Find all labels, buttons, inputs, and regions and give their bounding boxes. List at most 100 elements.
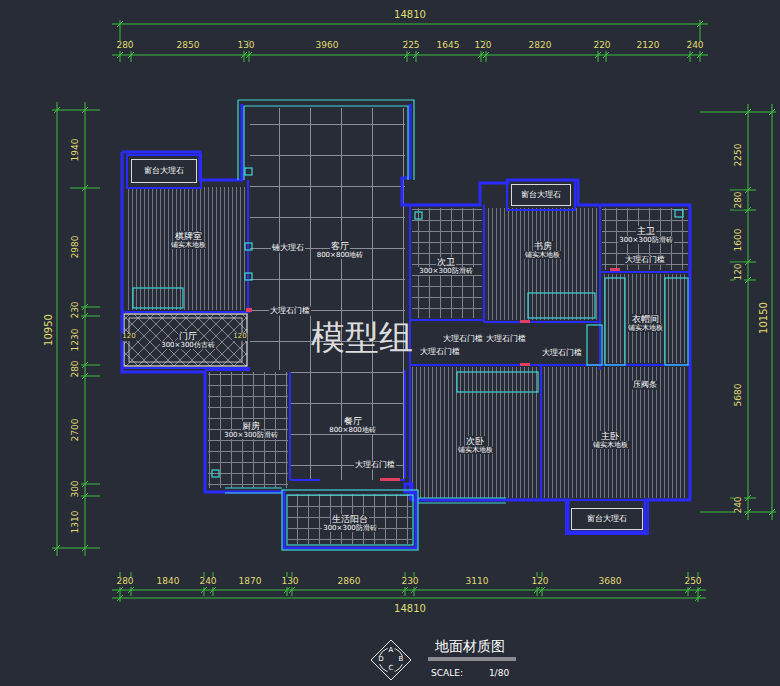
walls	[122, 104, 690, 548]
room-area: 主卫300×300防滑砖	[605, 218, 687, 252]
room-area: 厨房300×300防滑砖	[215, 410, 287, 450]
callout-note: 大理石门槛	[419, 348, 461, 357]
dimension-lines	[52, 20, 776, 602]
floor-material: 800×800地砖	[316, 251, 365, 259]
dimension-value: 240	[685, 41, 704, 51]
window-sill: 窗台大理石	[571, 508, 643, 530]
room-name: 主卧	[600, 431, 620, 441]
floor-material: 800×800地砖	[328, 426, 377, 434]
sill-label: 窗台大理石	[143, 166, 185, 175]
dimension-value: 1230	[71, 328, 81, 353]
floor-material: 300×300防滑砖	[418, 267, 474, 275]
dimension-value: 1870	[238, 577, 263, 587]
sill-label: 窗台大理石	[586, 514, 628, 523]
floor-material: 300×300防滑砖	[322, 524, 378, 532]
threshold-marks	[246, 268, 620, 481]
dimension-value: 10950	[43, 313, 54, 347]
floor-material: 300×300防滑砖	[223, 431, 279, 439]
floor-material: 铺实木地板	[170, 241, 207, 249]
room-area: 棋牌室铺实木地板	[133, 200, 243, 280]
room-area: 生活阳台300×300防滑砖	[300, 506, 400, 540]
room-name: 棋牌室	[174, 231, 203, 241]
floor-material: 铺实木地板	[592, 441, 629, 449]
callout-note: 铺大理石	[271, 244, 305, 253]
dimension-value: 120	[473, 41, 492, 51]
dimension-value: 130	[280, 577, 299, 587]
room-name: 主卫	[636, 226, 656, 236]
dimension-value: 14810	[393, 9, 427, 20]
room-name: 门厅	[178, 331, 198, 341]
dimension-value: 10150	[758, 301, 769, 335]
floor-finish	[124, 108, 688, 544]
dimension-value: 130	[236, 41, 255, 51]
dimension-value: 2860	[337, 577, 362, 587]
dimension-value: 120	[232, 333, 247, 341]
dimension-value: 280	[115, 41, 134, 51]
room-area: 餐厅800×800地砖	[315, 405, 390, 445]
dimension-value: 225	[401, 41, 420, 51]
callout-note: 大理石门槛	[624, 256, 666, 265]
room-area: 衣帽间铺实木地板	[625, 306, 666, 340]
dimension-value: 1645	[436, 41, 461, 51]
dimension-value: 1840	[156, 577, 181, 587]
callout-note: 大理石门槛	[442, 335, 484, 344]
floor-material: 300×300仿古砖	[160, 341, 216, 349]
room-area: 次卫300×300防滑砖	[413, 245, 479, 287]
room-name: 生活阳台	[331, 514, 369, 524]
dimension-value: 240	[734, 495, 744, 514]
dimension-value: 1940	[71, 138, 81, 163]
callout-note: 大理石门槛	[269, 307, 311, 316]
room-area: 客厅800×800地砖	[295, 225, 385, 275]
dimension-value: 14810	[393, 603, 427, 614]
dimension-value: 120	[530, 577, 549, 587]
room-name: 客厅	[330, 241, 350, 251]
dimension-value: 2700	[71, 418, 81, 443]
dimension-value: 220	[592, 41, 611, 51]
callout-note: 大理石门槛	[541, 349, 583, 358]
compass-letter: D	[377, 656, 384, 664]
room-area: 书房铺实木地板	[490, 228, 595, 272]
room-name: 衣帽间	[631, 314, 660, 324]
floor-material: 铺实木地板	[524, 251, 561, 259]
dimension-value: 2820	[528, 41, 553, 51]
dimension-value: 2120	[636, 41, 661, 51]
dimension-value: 280	[71, 359, 81, 378]
window-sill: 窗台大理石	[511, 184, 571, 206]
dimension-value: 1310	[71, 510, 81, 535]
dimension-value: 120	[121, 333, 136, 341]
dimension-value: 3680	[598, 577, 623, 587]
dimension-value: 280	[115, 577, 134, 587]
room-name: 次卧	[465, 436, 485, 446]
scale-label: SCALE:	[430, 669, 464, 679]
callout-note: 大理石门槛	[485, 335, 527, 344]
scale-value: 1/80	[488, 669, 510, 679]
floor-material: 300×300防滑砖	[618, 236, 674, 244]
room-area: 主卧铺实木地板	[575, 420, 645, 460]
dimension-value: 250	[683, 577, 702, 587]
dimension-value: 5680	[734, 383, 744, 408]
dimension-value: 2850	[176, 41, 201, 51]
dimension-value: 230	[400, 577, 419, 587]
callout-note: 大理石门槛	[354, 461, 396, 470]
windows-furniture	[133, 100, 688, 550]
compass-letter: B	[398, 656, 405, 664]
room-name: 次卫	[436, 257, 456, 267]
watermark: 模型组	[310, 319, 414, 356]
drawing-title: 地面材质图	[434, 639, 506, 654]
dimension-value: 120	[734, 262, 744, 281]
compass-letter: C	[388, 665, 395, 673]
interior-walls	[122, 155, 690, 534]
dimension-value: 240	[198, 577, 217, 587]
room-area: 门厅300×300仿古砖	[150, 322, 226, 358]
dimension-value: 300	[71, 479, 81, 498]
dimension-value: 2980	[71, 235, 81, 260]
room-name: 书房	[533, 241, 553, 251]
dimension-value: 2250	[734, 143, 744, 168]
window-sill: 窗台大理石	[131, 159, 197, 183]
floor-material: 铺实木地板	[627, 324, 664, 332]
dimension-value: 3110	[465, 577, 490, 587]
dimension-value: 3960	[315, 41, 340, 51]
room-area: 次卧铺实木地板	[440, 425, 510, 465]
title-symbol	[371, 640, 516, 680]
